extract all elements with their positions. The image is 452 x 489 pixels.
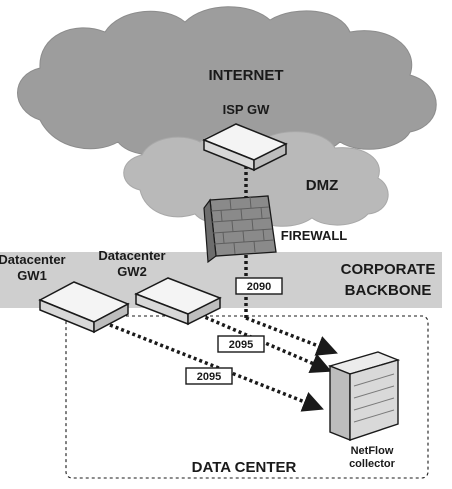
port-2095-gw1-text: 2095: [197, 371, 221, 383]
port-2095-gw2-text: 2095: [229, 339, 253, 351]
data-center-label: DATA CENTER: [192, 459, 297, 476]
netflow-collector-label-line2: collector: [349, 458, 396, 470]
gw2-label-line1: Datacenter: [98, 248, 165, 263]
dmz-label: DMZ: [306, 177, 339, 194]
port-badge-2095-gw1: 2095: [185, 367, 233, 385]
internet-label: INTERNET: [209, 67, 284, 84]
firewall-to-collector-flow: [245, 316, 338, 356]
port-2090-text: 2090: [247, 281, 271, 293]
netflow-collector-label-line1: NetFlow: [351, 445, 394, 457]
corporate-backbone-label-line2: BACKBONE: [345, 282, 432, 299]
firewall-wall: FIREWALL: [203, 195, 347, 264]
netflow-collector-server: NetFlow collector: [327, 351, 401, 470]
corporate-backbone-label-line1: CORPORATE: [341, 261, 436, 278]
gw1-to-collector-flow: [109, 323, 324, 412]
gw2-to-collector-flow: [199, 313, 332, 374]
gw2-label-line2: GW2: [117, 264, 147, 279]
datacenter-gw2-router: Datacenter GW2: [98, 248, 222, 326]
datacenter-gw1-router: Datacenter GW1: [0, 252, 130, 334]
port-badge-2090: 2090: [235, 277, 283, 295]
gw1-label-line2: GW1: [17, 268, 47, 283]
gw1-label-line1: Datacenter: [0, 252, 66, 267]
isp-gw-router: ISP GW: [202, 102, 288, 172]
firewall-label: FIREWALL: [281, 228, 347, 243]
isp-gw-label: ISP GW: [223, 102, 270, 117]
dmz-cloud: DMZ: [123, 130, 389, 227]
port-badge-2095-gw2: 2095: [217, 335, 265, 353]
